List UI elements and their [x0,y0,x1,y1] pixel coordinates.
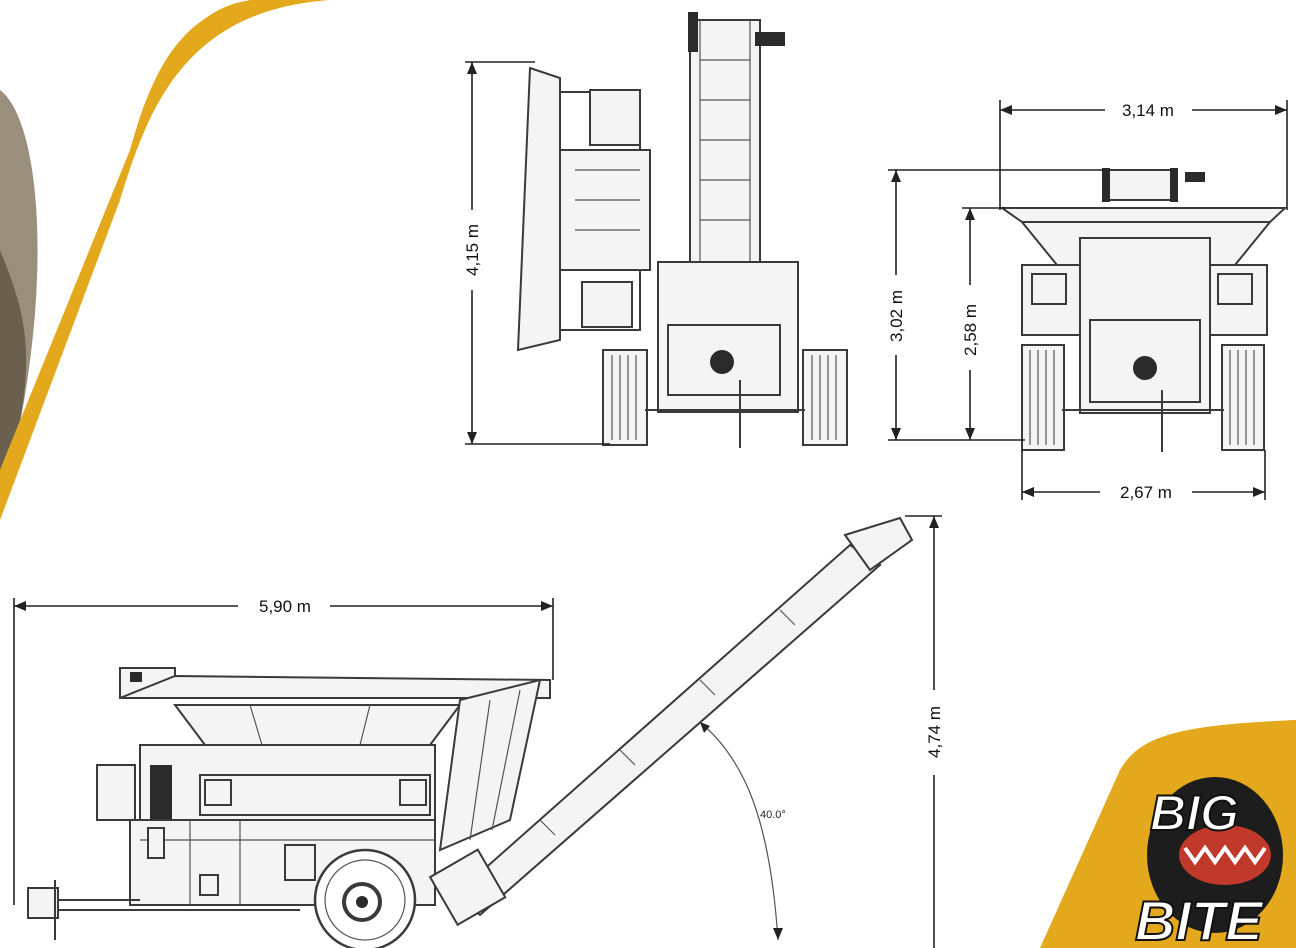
length-label: 5,90 m [259,597,311,616]
front-view-drawing [998,168,1288,452]
dimension-front-height-body: 2,58 m [961,207,1005,440]
svg-text:BITE: BITE [1135,889,1264,948]
side-height-label: 4,15 m [463,224,482,276]
auger-height-label: 4,74 m [925,706,944,758]
auger-angle-label: 40.0° [760,809,786,821]
dimension-side-height: 4,15 m [463,61,610,445]
front-width-bottom-label: 2,67 m [1120,483,1172,502]
dimension-front-width-bottom: 2,67 m [1021,450,1266,502]
front-height-total-label: 3,02 m [887,290,906,342]
big-bite-logo: BIG BITE [1134,777,1283,948]
svg-text:BIG: BIG [1150,785,1239,841]
side-view-drawing [516,12,848,448]
dimension-length: 5,90 m [13,597,554,905]
front-height-body-label: 2,58 m [961,304,980,356]
decorative-swoosh-left [0,0,330,520]
dimension-front-width-top: 3,14 m [999,100,1288,210]
front-width-top-label: 3,14 m [1122,101,1174,120]
dimension-front-height-total: 3,02 m [887,169,1105,441]
dimension-auger-height: 4,74 m [905,515,944,948]
profile-view-drawing: 40.0° [27,516,914,948]
